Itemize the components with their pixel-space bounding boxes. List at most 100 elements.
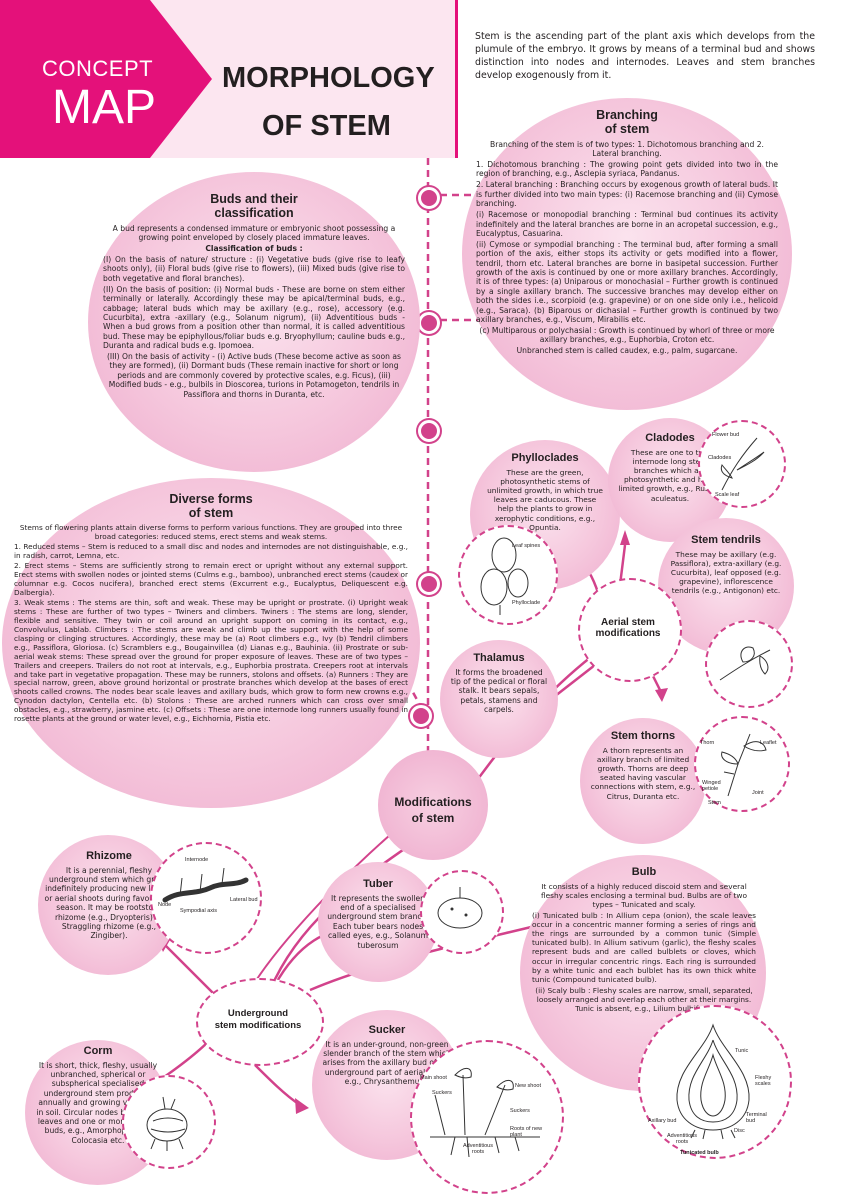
label-suckers-1: Suckers xyxy=(432,1090,452,1096)
diverse-title-1: Diverse forms xyxy=(169,492,253,506)
buds-p4: (II) On the basis of position: (i) Norma… xyxy=(103,284,405,351)
modifications-line2: of stem xyxy=(411,810,455,825)
label-lateral-bud: Lateral bud xyxy=(230,897,258,903)
bulb-p2: (i) Tunicated bulb : In Allium cepa (oni… xyxy=(532,910,756,984)
junction-node xyxy=(418,420,440,442)
thalamus-title: Thalamus xyxy=(473,652,525,664)
bulb-p1: It consists of a highly reduced discoid … xyxy=(540,881,747,909)
label-adventitious-roots: Adventitious roots xyxy=(667,1133,697,1145)
label-phylloclade: Phylloclade xyxy=(512,600,541,606)
cladode-illustration xyxy=(698,420,786,508)
label-flower-bud: Flower bud xyxy=(712,432,740,438)
badge-line2: MAP xyxy=(52,81,157,134)
thorns-body: A thorn represents an axillary branch of… xyxy=(590,745,696,801)
label-internode: Internode xyxy=(185,857,209,863)
label-leaf-spines: Leaf spines xyxy=(512,543,541,549)
label-disc: Disc xyxy=(734,1128,745,1134)
thalamus-body: It forms the broadened tip of the pedica… xyxy=(450,667,548,715)
label-joint: Joint xyxy=(752,790,764,796)
label-scale-leaf: Scale leaf xyxy=(715,492,740,498)
modifications-bubble xyxy=(378,750,488,860)
label-new-shoot: New shoot xyxy=(515,1083,541,1089)
tendril-drawing xyxy=(719,646,771,681)
header-rule xyxy=(455,0,458,158)
phylloclade-illustration xyxy=(458,525,558,625)
thorns-title: Stem thorns xyxy=(610,730,676,742)
thalamus-text: Thalamus It forms the broadened tip of t… xyxy=(450,652,548,716)
corm-illustration xyxy=(122,1075,216,1169)
label-terminal-bud: Terminal bud xyxy=(746,1112,767,1124)
buds-p5: (III) On the basis of activity - (i) Act… xyxy=(106,352,402,399)
junction-node xyxy=(410,705,432,727)
label-stem: Stem xyxy=(708,800,721,806)
label-thorn: Thorn xyxy=(700,740,715,746)
corm-title: Corm xyxy=(83,1045,113,1057)
thorns-bubble xyxy=(580,718,706,844)
branching-p3: 2. Lateral branching : Branching occurs … xyxy=(476,180,778,209)
tendrils-body: These may be axillary (e.g. Passiflora),… xyxy=(670,549,782,596)
label-leaflet: Leaflet xyxy=(760,740,777,746)
ruscus-drawing xyxy=(720,437,765,491)
aerial-line2: modifications xyxy=(595,628,661,639)
branching-p1: Branching of the stem is of two types: 1… xyxy=(490,139,764,159)
badge-line1: CONCEPT xyxy=(42,56,154,81)
branching-title-2: of stem xyxy=(604,122,650,137)
underground-ring xyxy=(196,978,324,1066)
label-sympodial-axis: Sympodial axis xyxy=(180,908,217,914)
corm-text: Corm It is short, thick, fleshy, usually… xyxy=(34,1045,162,1147)
tuber-body: It represents the swollen end of a speci… xyxy=(327,893,429,950)
label-suckers-2: Suckers xyxy=(510,1108,530,1114)
bulb-text: Bulb It consists of a highly reduced dis… xyxy=(532,866,756,1015)
thorn-drawing xyxy=(721,733,767,797)
phylloclades-body: These are the green, photosynthetic stem… xyxy=(487,467,603,532)
diverse-p2: 1. Reduced stems – Stem is reduced to a … xyxy=(14,542,408,560)
bulb-p3: (ii) Scaly bulb : Fleshy scales are narr… xyxy=(535,985,753,1013)
tendrils-title: Stem tendrils xyxy=(691,534,761,546)
label-roots-new-plant: Roots of new plant xyxy=(510,1126,543,1138)
thalamus-bubble xyxy=(440,640,558,758)
label-adventitious-roots-sucker: Adventitious roots xyxy=(463,1143,493,1155)
opuntia-drawing xyxy=(480,537,529,615)
sucker-drawing xyxy=(430,1068,540,1158)
tuber-illustration xyxy=(420,870,504,954)
sucker-illustration xyxy=(410,1040,564,1194)
buds-title-1: Buds and their xyxy=(210,192,298,206)
tendril-illustration xyxy=(705,620,793,708)
buds-p1: A bud represents a condensed immature or… xyxy=(112,223,396,243)
diverse-bubble xyxy=(2,478,420,808)
diverse-p4: 3. Weak stems : The stems are thin, soft… xyxy=(14,598,408,723)
modifications-line1: Modifications xyxy=(394,795,472,809)
branching-p5: (ii) Cymose or sympodial branching : The… xyxy=(476,239,778,325)
potato-drawing xyxy=(437,887,483,929)
label-node: Node xyxy=(158,902,172,908)
buds-title-2: classification xyxy=(214,206,294,221)
cladodes-title: Cladodes xyxy=(645,432,695,444)
diverse-p1: Stems of flowering plants attain diverse… xyxy=(19,522,403,541)
label-axillary-bud: Axillary bud xyxy=(648,1118,677,1124)
rhizome-body: It is a perennial, fleshy underground st… xyxy=(44,865,174,941)
junction-node xyxy=(418,312,440,334)
sucker-title: Sucker xyxy=(368,1024,406,1036)
diverse-title-2: of stem xyxy=(188,506,234,521)
tuber-bubble xyxy=(318,862,438,982)
label-fleshy-scales: Fleshy scales xyxy=(755,1075,772,1087)
onion-drawing xyxy=(676,1023,750,1140)
junction-node xyxy=(418,187,440,209)
tuber-title: Tuber xyxy=(363,878,393,890)
diverse-p3: 2. Erect stems – Stems are sufficiently … xyxy=(14,561,408,597)
branching-p7: Unbranched stem is called caudex, e.g., … xyxy=(516,346,738,356)
rhizome-title: Rhizome xyxy=(86,850,132,862)
intro-text: Stem is the ascending part of the plant … xyxy=(475,31,815,82)
corm-body: It is short, thick, fleshy, usually unbr… xyxy=(36,1060,160,1145)
sucker-body: It is an under-ground, non-green slender… xyxy=(322,1039,452,1087)
label-tunic: Tunic xyxy=(735,1048,749,1054)
branching-title-1: Branching xyxy=(596,108,658,122)
branching-p4: (i) Racemose or monopodial branching : T… xyxy=(476,210,778,238)
phylloclades-title: Phylloclades xyxy=(511,452,579,464)
bulb-caption: Tunicated bulb xyxy=(680,1150,719,1156)
